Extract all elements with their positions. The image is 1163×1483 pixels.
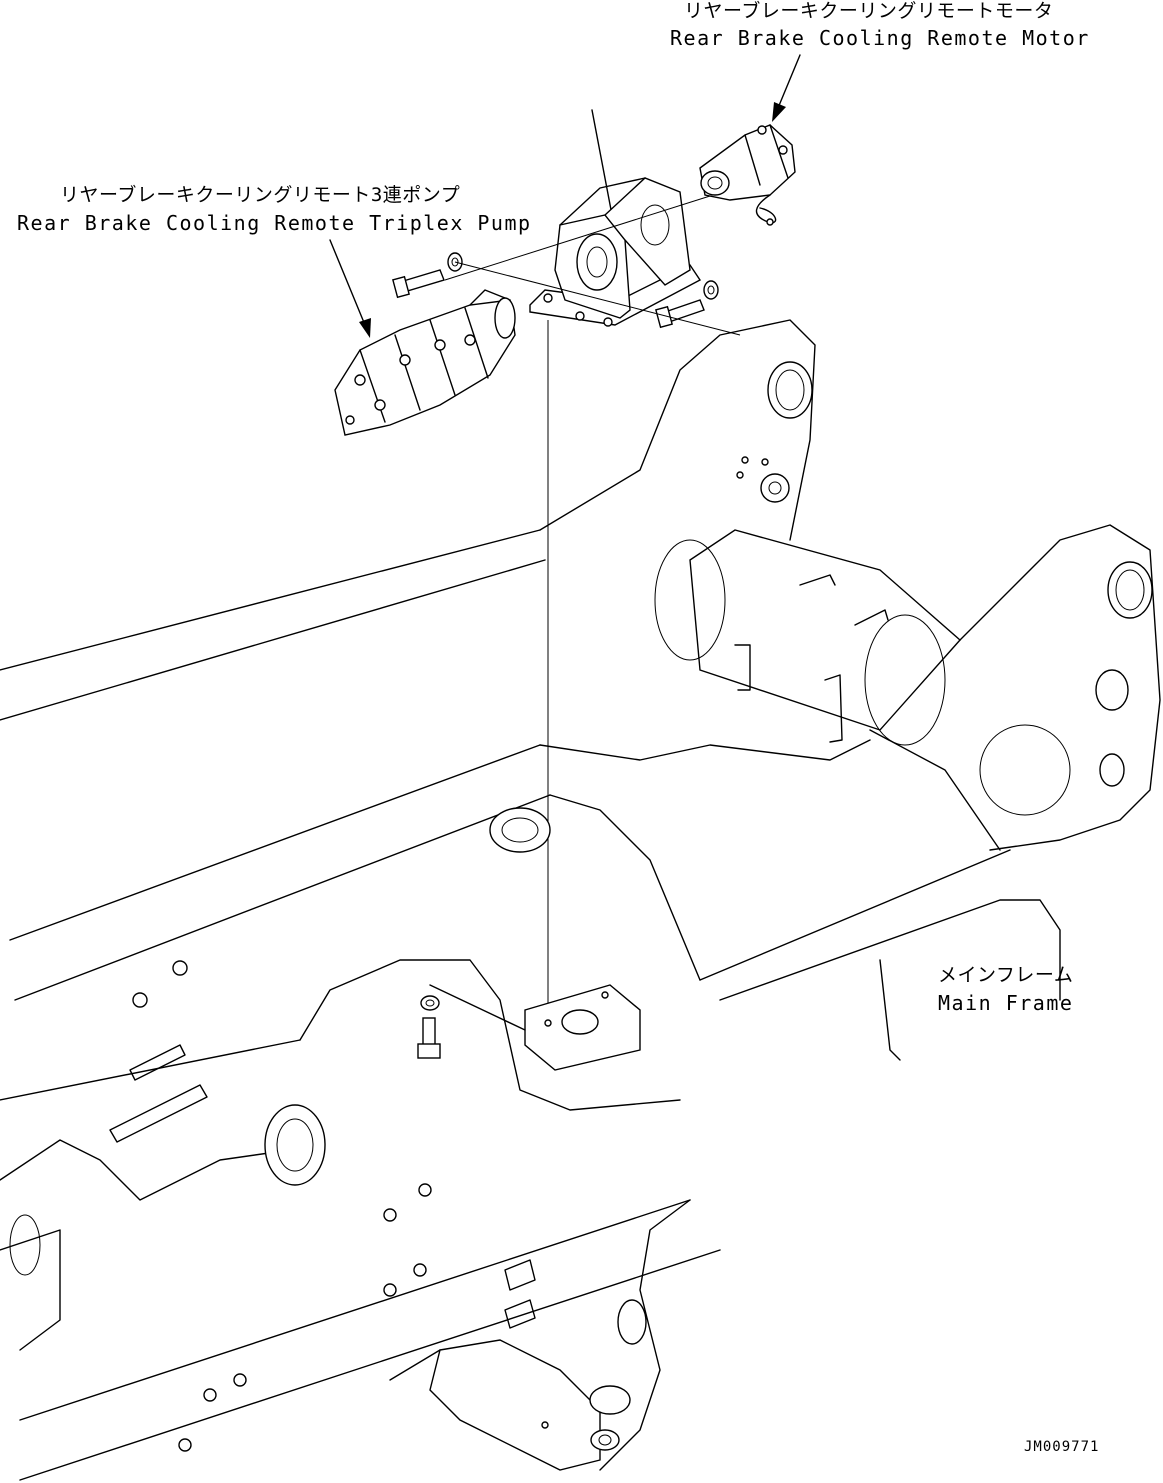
frame-label-en: Main Frame [938, 991, 1074, 1015]
pump-label-en: Rear Brake Cooling Remote Triplex Pump [17, 211, 532, 235]
pump-leader-arrow [329, 239, 371, 338]
mount-bracket [529, 177, 702, 327]
motor-leader-arrow [772, 54, 801, 122]
pad-bolt [417, 1017, 441, 1059]
bracket-leader-line [591, 109, 613, 216]
pump-bolt [392, 269, 445, 299]
remote-motor [699, 124, 796, 226]
pad-washer [420, 995, 440, 1011]
triplex-pump [334, 289, 516, 436]
motor-label-en: Rear Brake Cooling Remote Motor [670, 26, 1090, 50]
motor-bolt [655, 299, 705, 329]
motor-label-jp: リヤーブレーキクーリングリモートモータ [684, 0, 1054, 22]
main-frame [0, 319, 1161, 1481]
frame-label-jp: メインフレーム [938, 964, 1074, 986]
motor-washer [703, 280, 719, 300]
drawing-code: JM009771 [1024, 1439, 1100, 1455]
pump-label-jp: リヤーブレーキクーリングリモート3連ポンプ [60, 184, 461, 206]
